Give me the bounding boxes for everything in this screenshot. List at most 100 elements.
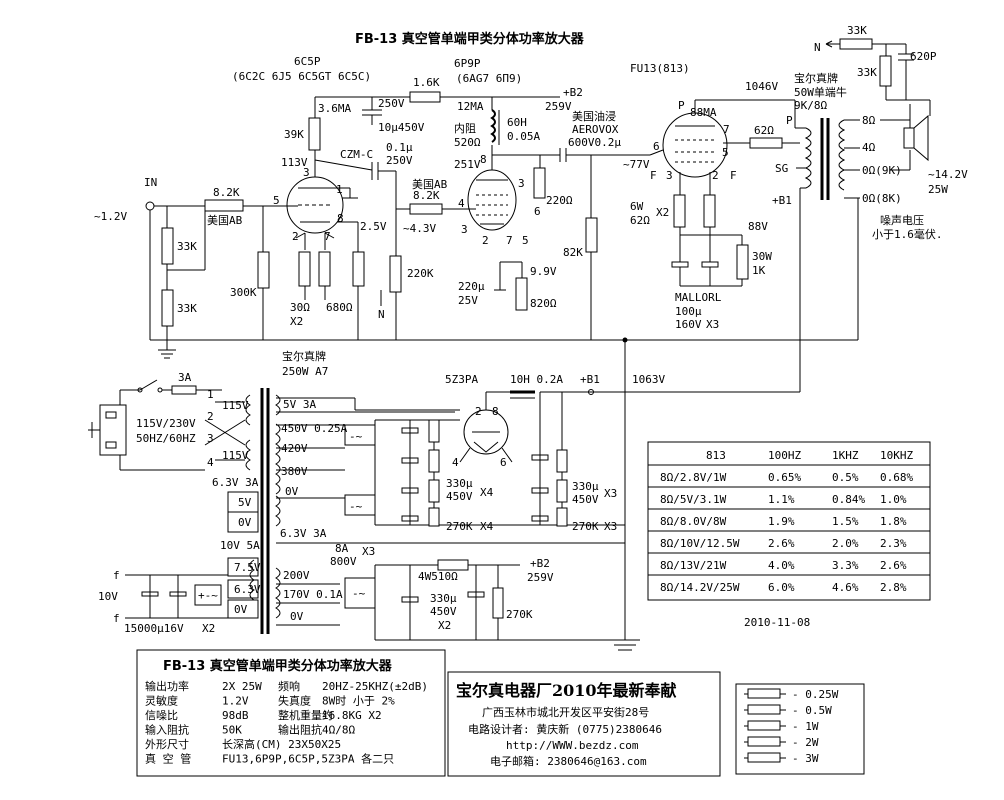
svg-text:0Ω(8K): 0Ω(8K) <box>862 192 902 205</box>
svg-text:6: 6 <box>653 140 660 153</box>
r-220k <box>389 255 402 293</box>
spec-cell: 失真度 <box>278 694 311 708</box>
svg-text:N: N <box>814 41 821 54</box>
svg-text:3: 3 <box>518 177 525 190</box>
svg-text:8A: 8A <box>335 542 349 555</box>
svg-text:FB-13 真空管单端甲类分体功率放大器: FB-13 真空管单端甲类分体功率放大器 <box>163 658 393 674</box>
table-cell: 8Ω/8.0V/8W <box>660 515 727 528</box>
svg-text:33K: 33K <box>857 66 877 79</box>
svg-text:115V: 115V <box>222 449 249 462</box>
r-33k-b <box>161 289 174 327</box>
svg-text:62Ω: 62Ω <box>754 124 774 137</box>
table-cell: 0.65% <box>768 471 801 484</box>
svg-text:-~: -~ <box>349 500 363 513</box>
svg-text:115V: 115V <box>222 399 249 412</box>
svg-text:http://WWW.bezdz.com: http://WWW.bezdz.com <box>506 739 639 752</box>
svg-text:50HZ/60HZ: 50HZ/60HZ <box>136 432 196 445</box>
svg-text:60H: 60H <box>507 116 527 129</box>
svg-text:+B2: +B2 <box>530 557 550 570</box>
input-jack <box>145 201 155 211</box>
legend-label: - 1W <box>792 720 819 733</box>
svg-text:380V: 380V <box>281 465 308 478</box>
table-cell: 2.3% <box>880 537 907 550</box>
svg-text:450V 0.25A: 450V 0.25A <box>281 422 348 435</box>
r-8k2-input <box>204 199 244 212</box>
svg-text:AEROVOX: AEROVOX <box>572 123 619 136</box>
svg-text:82K: 82K <box>563 246 583 259</box>
svg-text:0Ω(9K): 0Ω(9K) <box>862 164 902 177</box>
svg-text:50W单端牛: 50W单端牛 <box>794 85 847 99</box>
svg-text:270K: 270K <box>446 520 473 533</box>
legend-resistor-icon <box>747 736 781 747</box>
r-33k-a <box>161 227 174 265</box>
svg-text:MALLORL: MALLORL <box>675 291 722 304</box>
table-cell: 1.1% <box>768 493 795 506</box>
svg-text:6.3V: 6.3V <box>234 583 261 596</box>
table-header: 1KHZ <box>832 449 859 462</box>
table-cell: 1.5% <box>832 515 859 528</box>
svg-text:SG: SG <box>775 162 788 175</box>
svg-text:8: 8 <box>337 212 344 225</box>
svg-text:30Ω: 30Ω <box>290 301 310 314</box>
speaker-icon <box>903 127 915 149</box>
svg-text:6: 6 <box>534 205 541 218</box>
svg-text:259V: 259V <box>527 571 554 584</box>
table-cell: 8Ω/14.2V/25W <box>660 581 740 594</box>
svg-text:10H 0.2A: 10H 0.2A <box>510 373 563 386</box>
svg-text:330μ: 330μ <box>572 480 599 493</box>
in-level: ~1.2V <box>94 210 127 223</box>
svg-text:X2: X2 <box>438 619 451 632</box>
svg-text:X2: X2 <box>290 315 303 328</box>
svg-text:X4: X4 <box>480 486 494 499</box>
svg-text:0.05A: 0.05A <box>507 130 540 143</box>
table-cell: 8Ω/5V/3.1W <box>660 493 727 506</box>
svg-text:5Z3PA: 5Z3PA <box>445 373 478 386</box>
svg-text:2: 2 <box>475 405 482 418</box>
svg-text:6: 6 <box>500 456 507 469</box>
svg-text:5V: 5V <box>238 496 252 509</box>
svg-text:10V 5A: 10V 5A <box>220 539 260 552</box>
svg-text:FU13(813): FU13(813) <box>630 62 690 75</box>
table-cell: 0.68% <box>880 471 913 484</box>
svg-text:9.9V: 9.9V <box>530 265 557 278</box>
svg-text:-~: -~ <box>349 430 363 443</box>
spec-cell: 输入阻抗 <box>145 723 189 737</box>
maker-box: 宝尔真电器厂2010年最新奉献 广西玉林市城北开发区平安街28号 电路设计者: … <box>447 671 721 777</box>
spec-cell: 2X 25W <box>222 680 262 693</box>
svg-text:0V: 0V <box>234 603 248 616</box>
power-switch <box>139 379 158 391</box>
spec-cell: 输出阻抗 <box>278 723 322 737</box>
svg-text:270K: 270K <box>506 608 533 621</box>
svg-text:1K: 1K <box>752 264 766 277</box>
table-cell: 4.6% <box>832 581 859 594</box>
svg-text:2: 2 <box>292 230 299 243</box>
svg-text:3: 3 <box>666 169 673 182</box>
svg-text:(6C2C 6J5 6C5GT 6C5C): (6C2C 6J5 6C5GT 6C5C) <box>232 70 371 83</box>
svg-text:X4: X4 <box>480 520 494 533</box>
table-cell: 8Ω/13V/21W <box>660 559 727 572</box>
tube-6p9p-envelope <box>467 169 517 231</box>
svg-text:电子邮箱: 2380646@163.com: 电子邮箱: 2380646@163.com <box>490 754 647 768</box>
svg-text:噪声电压: 噪声电压 <box>880 213 924 227</box>
spec-cell: 长深高(CM) 23X50X25 <box>222 737 341 751</box>
legend-label: - 2W <box>792 736 819 749</box>
svg-text:-~: -~ <box>352 587 366 600</box>
svg-text:宝尔真电器厂2010年最新奉献: 宝尔真电器厂2010年最新奉献 <box>456 681 677 700</box>
svg-text:4: 4 <box>207 456 214 469</box>
svg-text:25V: 25V <box>458 294 478 307</box>
spec-cell: 8W时 小于 2% <box>322 695 395 708</box>
tube-v1: 6C5P (6C2C 6J5 6C5GT 6C5C) 5 1 8 2 7 3 <box>232 55 371 250</box>
diagram-date: 2010-11-08 <box>744 616 810 629</box>
r-30-b <box>318 251 331 287</box>
svg-text:450V: 450V <box>572 493 599 506</box>
svg-text:f: f <box>113 569 120 582</box>
svg-text:250V: 250V <box>378 97 405 110</box>
spec-cell: 输出功率 <box>145 679 189 693</box>
r-6w-a <box>673 194 686 228</box>
svg-text:3A: 3A <box>178 371 192 384</box>
svg-text:6.3V 3A: 6.3V 3A <box>212 476 259 489</box>
svg-text:X3: X3 <box>604 520 617 533</box>
svg-text:8Ω: 8Ω <box>862 114 876 127</box>
